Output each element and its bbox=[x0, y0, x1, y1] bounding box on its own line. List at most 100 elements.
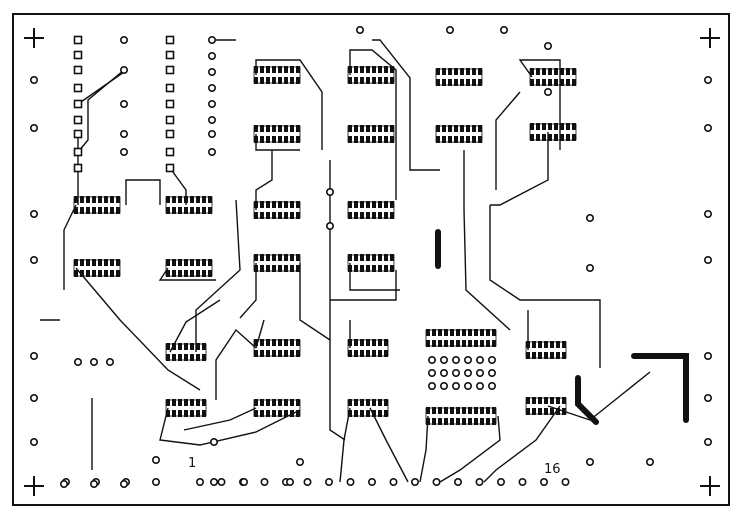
ic-pin bbox=[104, 196, 108, 203]
ic-pin bbox=[348, 212, 352, 219]
ic-pin bbox=[116, 196, 120, 203]
ic-pin bbox=[260, 136, 264, 143]
ic-pin bbox=[532, 352, 536, 359]
pad-square bbox=[165, 129, 175, 139]
ic-body bbox=[253, 254, 301, 272]
ic-pin bbox=[184, 343, 188, 350]
ic-pin bbox=[444, 329, 448, 336]
pad-square bbox=[165, 65, 175, 75]
pad bbox=[427, 368, 436, 377]
signal-trace bbox=[490, 132, 549, 206]
power-trace bbox=[631, 353, 689, 423]
ic-pin bbox=[554, 79, 558, 86]
pad bbox=[585, 214, 594, 223]
ic-pin bbox=[548, 134, 552, 141]
ic-pin bbox=[296, 410, 300, 417]
ic-pin bbox=[372, 350, 376, 357]
ic-pin bbox=[448, 125, 452, 132]
ic-pin bbox=[254, 66, 258, 73]
pin-16-label: 16 bbox=[544, 462, 561, 477]
ic-pin bbox=[486, 418, 490, 425]
ic-pin bbox=[290, 350, 294, 357]
ic-pin bbox=[172, 196, 176, 203]
ic-pin bbox=[468, 329, 472, 336]
signal-trace bbox=[439, 415, 501, 483]
ic-pin bbox=[454, 136, 458, 143]
pad bbox=[389, 477, 398, 486]
pad bbox=[451, 381, 460, 390]
ic-pin bbox=[448, 79, 452, 86]
ic-pin bbox=[202, 399, 206, 406]
ic-pin bbox=[260, 212, 264, 219]
ic-pin bbox=[384, 410, 388, 417]
ic-pin bbox=[478, 125, 482, 132]
ic-pin bbox=[378, 254, 382, 261]
ic-pin bbox=[80, 196, 84, 203]
ic-pin bbox=[372, 399, 376, 406]
ic-body bbox=[347, 125, 395, 143]
pad bbox=[451, 355, 460, 364]
ic-pin bbox=[542, 123, 546, 130]
pad bbox=[29, 255, 38, 264]
ic-pin bbox=[530, 134, 534, 141]
pad bbox=[585, 457, 594, 466]
pad bbox=[120, 479, 129, 488]
pad bbox=[439, 381, 448, 390]
ic-pin bbox=[554, 134, 558, 141]
signal-trace bbox=[255, 150, 273, 210]
ic-pin bbox=[254, 399, 258, 406]
signal-trace bbox=[547, 371, 651, 421]
signal-trace bbox=[369, 407, 409, 483]
ic-pin bbox=[360, 265, 364, 272]
pad-square bbox=[73, 35, 83, 45]
ic-pin bbox=[354, 410, 358, 417]
pad bbox=[208, 35, 217, 44]
signal-trace bbox=[349, 49, 397, 200]
ic-pin bbox=[378, 201, 382, 208]
ic-pin bbox=[366, 410, 370, 417]
ic-pin bbox=[208, 196, 212, 203]
ic-pin bbox=[448, 136, 452, 143]
traces bbox=[40, 39, 651, 483]
ic-pin bbox=[384, 125, 388, 132]
ic-pin bbox=[436, 136, 440, 143]
ic-pin bbox=[260, 339, 264, 346]
ic-pin bbox=[384, 339, 388, 346]
ic-pin bbox=[196, 399, 200, 406]
ic-pin bbox=[536, 68, 540, 75]
pad bbox=[463, 355, 472, 364]
pad bbox=[703, 124, 712, 133]
pad bbox=[120, 100, 129, 109]
ic-pin bbox=[486, 329, 490, 336]
ic-pin bbox=[378, 212, 382, 219]
ic-pin bbox=[384, 212, 388, 219]
pad bbox=[303, 477, 312, 486]
ic-pin bbox=[202, 343, 206, 350]
pad-square bbox=[73, 163, 83, 173]
ic-pin bbox=[384, 265, 388, 272]
ic-pin bbox=[348, 136, 352, 143]
ic-pin bbox=[556, 397, 560, 404]
ic-pin bbox=[450, 407, 454, 414]
signal-trace bbox=[330, 270, 397, 301]
pad-square bbox=[165, 163, 175, 173]
ic-pin bbox=[178, 270, 182, 277]
ic-pin bbox=[474, 340, 478, 347]
signal-trace bbox=[299, 263, 331, 341]
pad bbox=[410, 477, 419, 486]
ic-pin bbox=[480, 329, 484, 336]
ic-pin bbox=[260, 254, 264, 261]
ic-pin bbox=[296, 77, 300, 84]
ic-pin bbox=[544, 352, 548, 359]
ic-pin bbox=[354, 212, 358, 219]
ic-pin bbox=[438, 329, 442, 336]
ic-pin bbox=[272, 212, 276, 219]
ic-pin bbox=[272, 399, 276, 406]
ic-pin bbox=[86, 270, 90, 277]
ic-pin bbox=[80, 207, 84, 214]
pad bbox=[463, 368, 472, 377]
signal-trace bbox=[329, 160, 346, 441]
ic-pin bbox=[378, 77, 382, 84]
ic-body bbox=[425, 329, 497, 347]
ic-pin bbox=[178, 207, 182, 214]
